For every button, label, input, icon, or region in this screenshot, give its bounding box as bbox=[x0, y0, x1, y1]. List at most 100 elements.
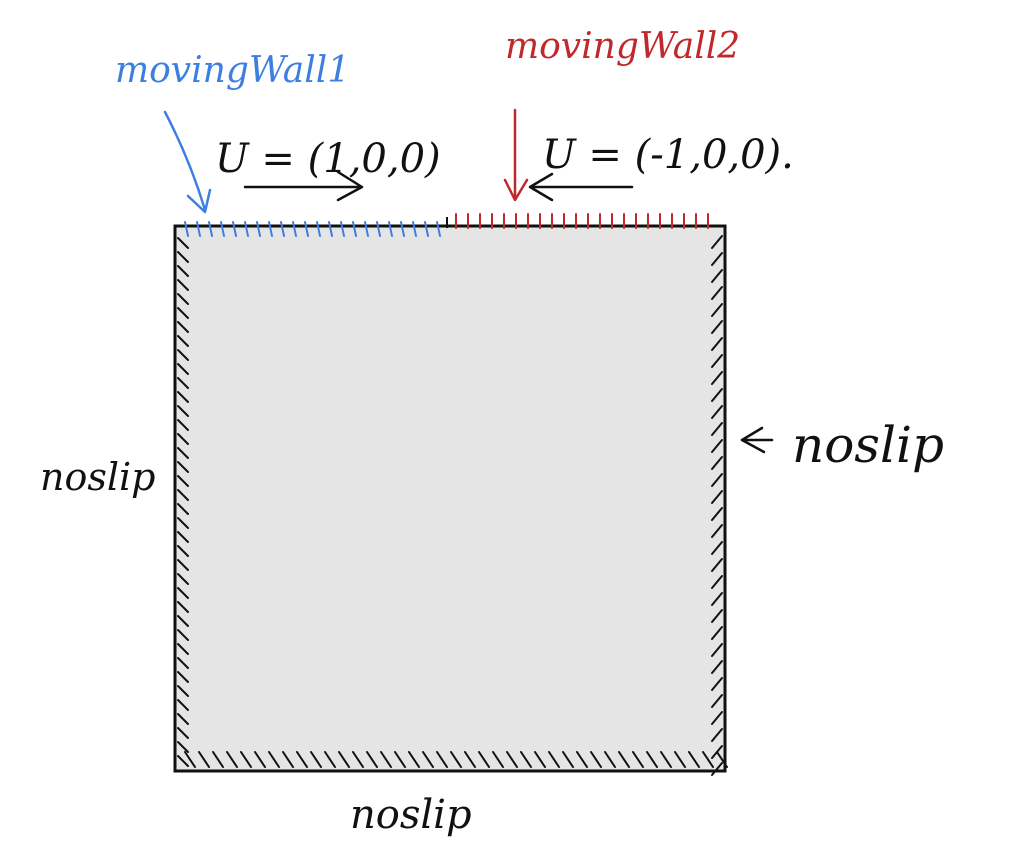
hatch-mark bbox=[232, 221, 237, 237]
hatch-mark bbox=[711, 541, 723, 555]
hatch-mark bbox=[177, 629, 189, 641]
hatch-mark bbox=[711, 490, 723, 504]
hatch-mark bbox=[220, 221, 225, 237]
moving-wall-2-label: movingWall2 bbox=[505, 26, 740, 67]
hatch-mark bbox=[296, 751, 308, 768]
hatch-mark bbox=[576, 751, 588, 768]
hatch-mark bbox=[711, 643, 723, 657]
hatch-mark bbox=[177, 657, 189, 669]
hatch-mark bbox=[711, 286, 723, 300]
hatch-mark bbox=[520, 751, 532, 768]
hatch-mark bbox=[177, 321, 189, 333]
hatch-mark bbox=[711, 456, 723, 470]
hatch-mark bbox=[177, 741, 189, 753]
hatch-mark bbox=[340, 221, 345, 237]
hatch-mark bbox=[464, 751, 476, 768]
hatch-mark bbox=[711, 728, 723, 742]
hatch-mark bbox=[534, 751, 546, 768]
hatch-mark bbox=[711, 558, 723, 572]
hatch-mark bbox=[711, 303, 723, 317]
hatch-mark bbox=[256, 221, 261, 237]
hatch-mark bbox=[177, 391, 189, 403]
hatch-mark bbox=[352, 751, 364, 768]
arrow-down-icon bbox=[163, 110, 212, 214]
hatch-mark bbox=[177, 573, 189, 585]
hatch-mark bbox=[177, 293, 189, 305]
hatch-mark bbox=[324, 751, 336, 768]
hatch-mark bbox=[226, 751, 238, 768]
hatch-mark bbox=[240, 751, 252, 768]
hatch-mark bbox=[618, 751, 630, 768]
hatch-mark bbox=[177, 517, 189, 529]
hatch-mark bbox=[208, 221, 213, 237]
hatch-mark bbox=[646, 751, 658, 768]
hatch-mark bbox=[177, 559, 189, 571]
hatch-mark bbox=[177, 363, 189, 375]
hatch-mark bbox=[436, 221, 441, 237]
hatch-mark bbox=[716, 751, 728, 768]
hatch-mark bbox=[282, 751, 294, 768]
hatch-mark bbox=[562, 751, 574, 768]
hatch-mark bbox=[436, 751, 448, 768]
hatch-mark bbox=[352, 221, 357, 237]
hatch-mark bbox=[177, 307, 189, 319]
hatch-mark bbox=[177, 531, 189, 543]
hatch-mark bbox=[711, 269, 723, 283]
hatch-mark bbox=[177, 251, 189, 263]
moving-wall-2-hatching bbox=[455, 213, 709, 229]
noslip-right-label: noslip bbox=[792, 416, 944, 474]
hatch-mark bbox=[310, 751, 322, 768]
hatch-mark bbox=[254, 751, 266, 768]
hatch-mark bbox=[198, 751, 210, 768]
hatch-mark bbox=[711, 626, 723, 640]
hatch-mark bbox=[177, 615, 189, 627]
hatch-mark bbox=[177, 461, 189, 473]
hatch-mark bbox=[711, 320, 723, 334]
hatch-mark bbox=[177, 685, 189, 697]
hatch-mark bbox=[604, 751, 616, 768]
hatch-mark bbox=[450, 751, 462, 768]
hatch-mark bbox=[177, 405, 189, 417]
hatch-mark bbox=[177, 699, 189, 711]
hatch-mark bbox=[177, 713, 189, 725]
hatch-mark bbox=[388, 221, 393, 237]
hatch-mark bbox=[380, 751, 392, 768]
hatch-mark bbox=[177, 755, 189, 767]
hatch-mark bbox=[492, 751, 504, 768]
hatch-mark bbox=[364, 221, 369, 237]
arrow-left-icon bbox=[528, 172, 634, 202]
moving-wall-1-label: movingWall1 bbox=[115, 50, 350, 91]
hatch-mark bbox=[711, 354, 723, 368]
hatch-mark bbox=[590, 751, 602, 768]
hatch-mark bbox=[711, 609, 723, 623]
hatch-mark bbox=[478, 751, 490, 768]
hatch-mark bbox=[711, 422, 723, 436]
hatch-mark bbox=[711, 660, 723, 674]
hatch-mark bbox=[711, 677, 723, 691]
hatch-mark bbox=[177, 503, 189, 515]
hatch-mark bbox=[412, 221, 417, 237]
hatch-mark bbox=[184, 751, 196, 768]
hatch-mark bbox=[177, 419, 189, 431]
hatch-mark bbox=[408, 751, 420, 768]
hatch-mark bbox=[177, 279, 189, 291]
noslip-left-label: noslip bbox=[40, 455, 155, 499]
velocity-2-label: U = (-1,0,0). bbox=[542, 132, 794, 178]
hatch-mark bbox=[316, 221, 321, 237]
hatch-mark bbox=[177, 475, 189, 487]
hatch-mark bbox=[177, 587, 189, 599]
hatch-mark bbox=[711, 252, 723, 266]
hatch-mark bbox=[177, 643, 189, 655]
hatch-mark bbox=[711, 439, 723, 453]
bottom-wall-hatching bbox=[184, 751, 728, 768]
hatch-mark bbox=[177, 545, 189, 557]
noslip-bottom-label: noslip bbox=[350, 792, 472, 838]
hatch-mark bbox=[711, 694, 723, 708]
hatch-mark bbox=[280, 221, 285, 237]
arrow-down-icon bbox=[503, 108, 529, 202]
hatch-mark bbox=[177, 489, 189, 501]
arrow-right-icon bbox=[243, 170, 364, 202]
hatch-mark bbox=[177, 671, 189, 683]
fluid-domain bbox=[173, 224, 727, 773]
right-wall-hatching bbox=[711, 235, 723, 776]
